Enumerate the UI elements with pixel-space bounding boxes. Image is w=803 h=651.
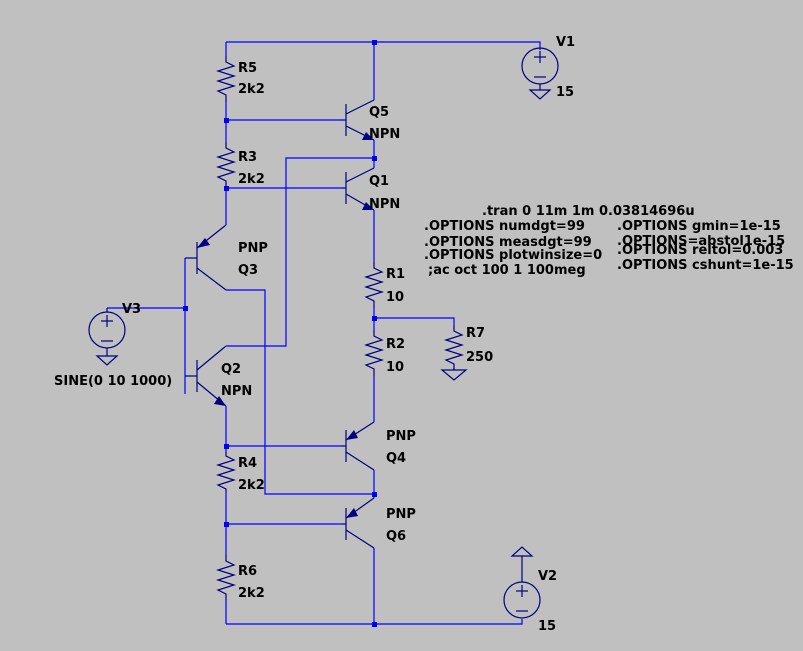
resistor-R7-name: R7 (466, 326, 485, 341)
voltage-source-V3[interactable]: V3 SINE(0 10 1000) (54, 302, 172, 389)
resistor-R4[interactable]: R4 2k2 (215, 450, 265, 493)
directive-abstol[interactable]: .OPTIONS=abstol1e-15 (617, 234, 785, 249)
transistor-Q5-name: Q5 (369, 105, 389, 120)
directive-ac[interactable]: ;ac oct 100 1 100meg (428, 263, 586, 278)
directive-numdgt[interactable]: .OPTIONS numdgt=99 (424, 219, 585, 234)
resistor-R4-value: 2k2 (238, 478, 265, 493)
resistor-R2[interactable]: R2 10 (363, 330, 405, 376)
voltage-source-V2-value: 15 (538, 619, 556, 634)
directive-reltol[interactable]: .OPTIONS reltol=0.003 (617, 243, 783, 258)
resistor-R1[interactable]: R1 10 (363, 262, 405, 308)
directive-cshunt[interactable]: .OPTIONS cshunt=1e-15 (617, 258, 794, 273)
directive-gmin[interactable]: .OPTIONS gmin=1e-15 (617, 219, 781, 234)
resistor-R6-name: R6 (238, 564, 257, 579)
transistor-Q3-name: Q3 (238, 263, 258, 278)
voltage-source-V3-value: SINE(0 10 1000) (54, 374, 172, 389)
transistor-Q4-type: PNP (386, 429, 416, 444)
voltage-source-V1[interactable]: V1 15 (521, 35, 575, 100)
resistor-R6-value: 2k2 (238, 586, 265, 601)
transistor-Q1[interactable]: Q1 NPN (342, 167, 400, 212)
directive-tran[interactable]: .tran 0 11m 1m 0.03814696u (482, 204, 695, 219)
resistor-R3-value: 2k2 (238, 172, 265, 187)
transistor-Q4[interactable]: PNP Q4 (342, 421, 416, 471)
transistor-Q5[interactable]: Q5 NPN (342, 99, 400, 142)
directive-measdgt[interactable]: .OPTIONS measdgt=99 (424, 235, 592, 250)
transistor-Q5-type: NPN (369, 127, 400, 142)
voltage-source-V1-value: 15 (556, 85, 574, 100)
junction-dots (183, 40, 377, 627)
spice-directives[interactable]: .tran 0 11m 1m 0.03814696u .OPTIONS numd… (424, 204, 794, 278)
resistor-R5-name: R5 (238, 61, 257, 76)
voltage-source-V1-name: V1 (556, 35, 575, 50)
transistor-Q6-name: Q6 (386, 529, 406, 544)
transistor-Q6-type: PNP (386, 507, 416, 522)
resistor-R5[interactable]: R5 2k2 (215, 56, 265, 102)
wires (107, 41, 541, 625)
resistor-R5-value: 2k2 (238, 82, 265, 97)
resistor-R3[interactable]: R3 2k2 (215, 142, 265, 188)
resistor-R1-name: R1 (386, 267, 405, 282)
resistor-R7[interactable]: R7 250 (440, 325, 493, 381)
voltage-source-V3-name: V3 (122, 302, 141, 317)
resistor-R2-name: R2 (386, 337, 405, 352)
transistor-Q3-type: PNP (238, 241, 268, 256)
transistor-Q2-type: NPN (221, 384, 252, 399)
transistor-Q4-name: Q4 (386, 451, 406, 466)
resistor-R3-name: R3 (238, 150, 257, 165)
voltage-source-V2[interactable]: V2 15 (503, 546, 557, 634)
resistor-R1-value: 10 (386, 290, 404, 305)
transistor-Q1-name: Q1 (369, 174, 389, 189)
voltage-source-V2-name: V2 (538, 569, 557, 584)
transistor-Q6[interactable]: PNP Q6 (342, 497, 416, 549)
directive-plotwinsize[interactable]: .OPTIONS plotwinsize=0 (424, 248, 602, 263)
transistor-Q3[interactable]: PNP Q3 (185, 224, 268, 291)
transistor-Q2-name: Q2 (221, 362, 241, 377)
transistor-Q2[interactable]: Q2 NPN (185, 345, 252, 407)
transistor-Q1-type: NPN (369, 197, 400, 212)
resistor-R7-value: 250 (466, 350, 493, 365)
resistor-R2-value: 10 (386, 360, 404, 375)
resistor-R6[interactable]: R6 2k2 (215, 555, 265, 601)
resistor-R4-name: R4 (238, 456, 257, 471)
